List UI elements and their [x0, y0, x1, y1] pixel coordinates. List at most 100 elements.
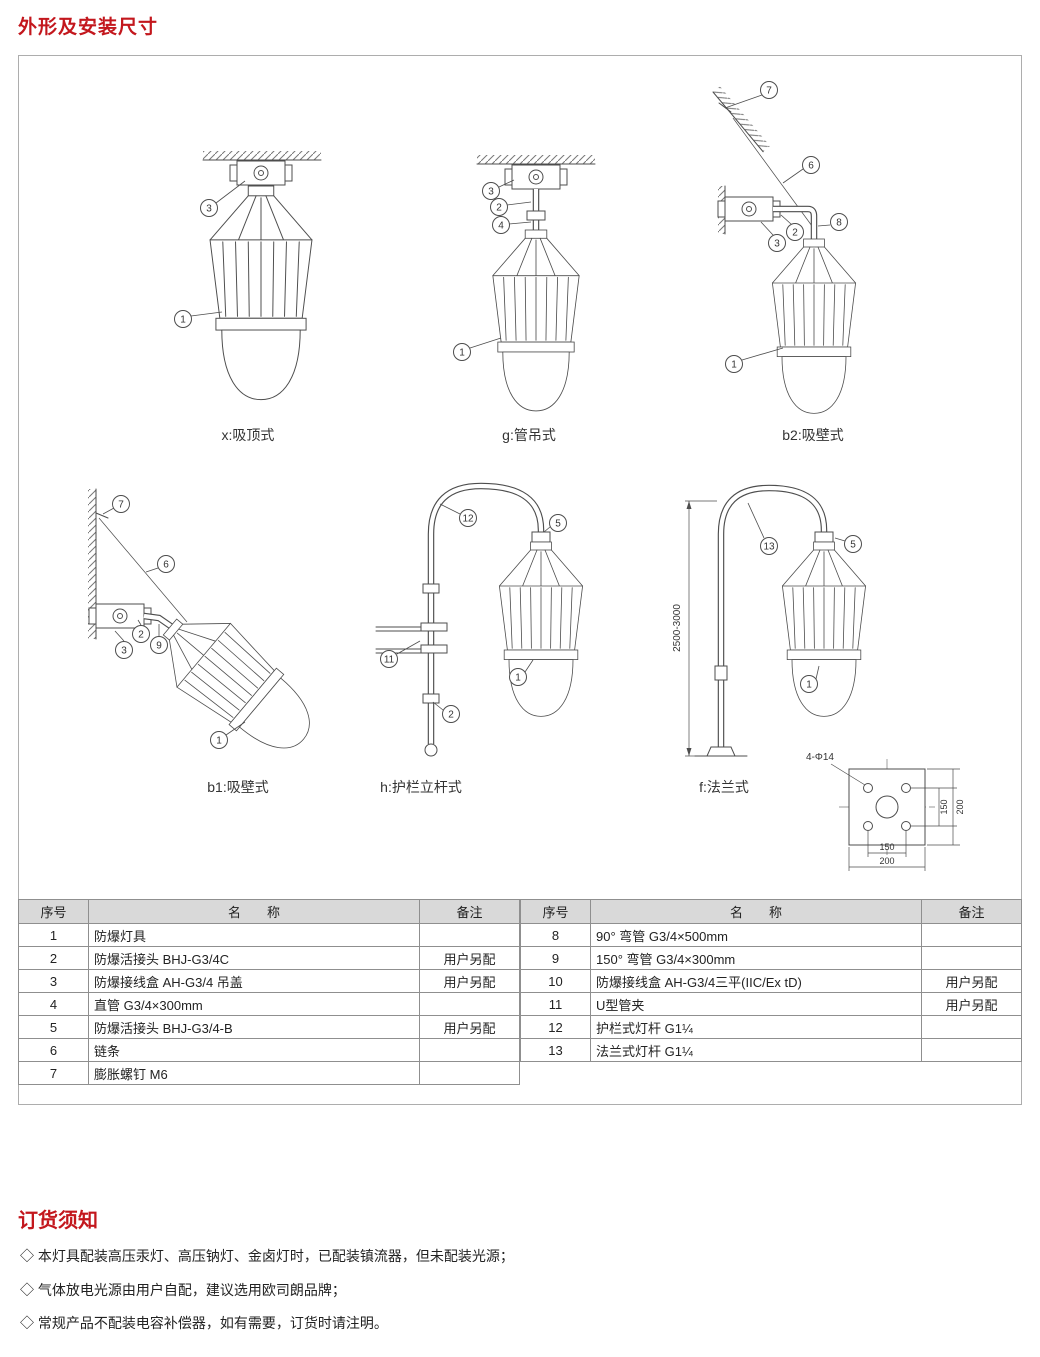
col-header-no: 序号 [520, 899, 591, 924]
note-item: ◇ 常规产品不配装电容补偿器，如有需要，订货时请注明。 [20, 1315, 388, 1331]
pipe-union-icon [422, 693, 440, 704]
part-no: 10 [520, 969, 591, 993]
callout: 5 [844, 535, 862, 553]
caption-flange-pole: f:法兰式 [699, 779, 749, 795]
ceiling-hatch [203, 151, 321, 160]
callout: 1 [509, 668, 527, 686]
page-title: 外形及安装尺寸 [18, 17, 159, 38]
lamp-icon [209, 185, 313, 401]
callout-label: 2 [792, 228, 798, 239]
flange-dimension-150: 150 [939, 799, 949, 814]
part-name: 防爆接线盒 AH-G3/4 吊盖 [88, 969, 420, 993]
part-no: 6 [18, 1038, 89, 1062]
part-remark [921, 923, 1022, 947]
part-no: 12 [520, 1015, 591, 1039]
part-name: 防爆活接头 BHJ-G3/4-B [88, 1015, 420, 1039]
part-name: 护栏式灯杆 G1¼ [590, 1015, 922, 1039]
caption-wall-mount-b1: b1:吸壁式 [207, 779, 268, 795]
bolt-hole-icon [863, 783, 873, 793]
part-remark: 用户另配 [419, 1015, 520, 1039]
callout-label: 1 [216, 736, 222, 747]
part-remark [419, 992, 520, 1016]
part-name: 防爆活接头 BHJ-G3/4C [88, 946, 420, 970]
callout-label: 2 [138, 630, 144, 641]
bolt-hole-icon [901, 783, 911, 793]
callout-label: 1 [180, 315, 186, 326]
lamp-icon [782, 541, 866, 717]
table-header-row: 序号 名 称 备注 [18, 899, 520, 924]
part-name: 膨胀螺钉 M6 [88, 1061, 420, 1085]
part-remark: 用户另配 [419, 969, 520, 993]
bolt-hole-icon [901, 821, 911, 831]
callout-label: 5 [555, 519, 561, 530]
part-name: U型管夹 [590, 992, 922, 1016]
lamp-icon [142, 594, 331, 772]
callout: 8 [830, 213, 848, 231]
wall-hatch [88, 489, 96, 639]
hook-icon [424, 743, 438, 757]
drawing-wall-mount-b1: 7 6 3 2 9 1 b1:吸壁式 [88, 488, 331, 795]
callout-label: 9 [156, 641, 162, 652]
col-header-no: 序号 [18, 899, 89, 924]
flange-detail-drawing: 4-Φ14 150 200 150 200 [806, 752, 965, 871]
callout: 1 [800, 675, 818, 693]
callout: 1 [453, 343, 471, 361]
part-no: 11 [520, 992, 591, 1016]
callout: 2 [490, 198, 508, 216]
caption-guardrail-pole: h:护栏立杆式 [380, 779, 462, 795]
caption-pipe-pendant: g:管吊式 [502, 427, 556, 443]
callout-label: 3 [488, 187, 494, 198]
callout: 3 [200, 199, 218, 217]
lamp-icon [772, 238, 856, 414]
ceiling-hatch [713, 86, 771, 152]
diagram-panel: 3 1 x:吸顶式 3 2 4 1 g:管吊式 [18, 55, 1022, 1105]
part-remark: 用户另配 [419, 946, 520, 970]
part-name: 法兰式灯杆 G1¼ [590, 1038, 922, 1062]
callout: 6 [157, 555, 175, 573]
part-name: 150° 弯管 G3/4×300mm [590, 946, 922, 970]
pipe-union-icon [422, 583, 440, 594]
callout-label: 13 [763, 542, 775, 553]
junction-box-icon [229, 160, 293, 186]
part-no: 4 [18, 992, 89, 1016]
callout-label: 8 [836, 218, 842, 229]
part-no: 5 [18, 1015, 89, 1039]
callout-label: 7 [766, 86, 772, 97]
col-header-remark: 备注 [921, 899, 1022, 924]
part-remark [419, 1061, 520, 1085]
caption-ceiling-mount: x:吸顶式 [222, 427, 275, 443]
callout-label: 6 [163, 560, 169, 571]
callout-label: 2 [448, 710, 454, 721]
u-clamp-icon [420, 644, 448, 654]
ceiling-hatch [477, 155, 595, 164]
callout-label: 2 [496, 203, 502, 214]
pipe-union-icon [531, 531, 551, 543]
callout: 2 [442, 705, 460, 723]
part-no: 9 [520, 946, 591, 970]
callout: 7 [760, 81, 778, 99]
col-header-name: 名 称 [88, 899, 420, 924]
part-no: 2 [18, 946, 89, 970]
part-no: 3 [18, 969, 89, 993]
note-item: ◇ 本灯具配装高压汞灯、高压钠灯、金卤灯时，已配装镇流器，但未配装光源； [20, 1248, 514, 1264]
part-remark [419, 1038, 520, 1062]
lamp-icon [498, 541, 583, 717]
part-name: 防爆灯具 [88, 923, 420, 947]
callout-label: 3 [206, 204, 212, 215]
part-remark [921, 1038, 1022, 1062]
part-no: 13 [520, 1038, 591, 1062]
junction-box-icon [504, 164, 568, 190]
pipe-union-icon [814, 531, 834, 543]
drawing-ceiling-mount: 3 1 x:吸顶式 [174, 151, 322, 443]
col-header-remark: 备注 [419, 899, 520, 924]
callout: 2 [786, 223, 804, 241]
